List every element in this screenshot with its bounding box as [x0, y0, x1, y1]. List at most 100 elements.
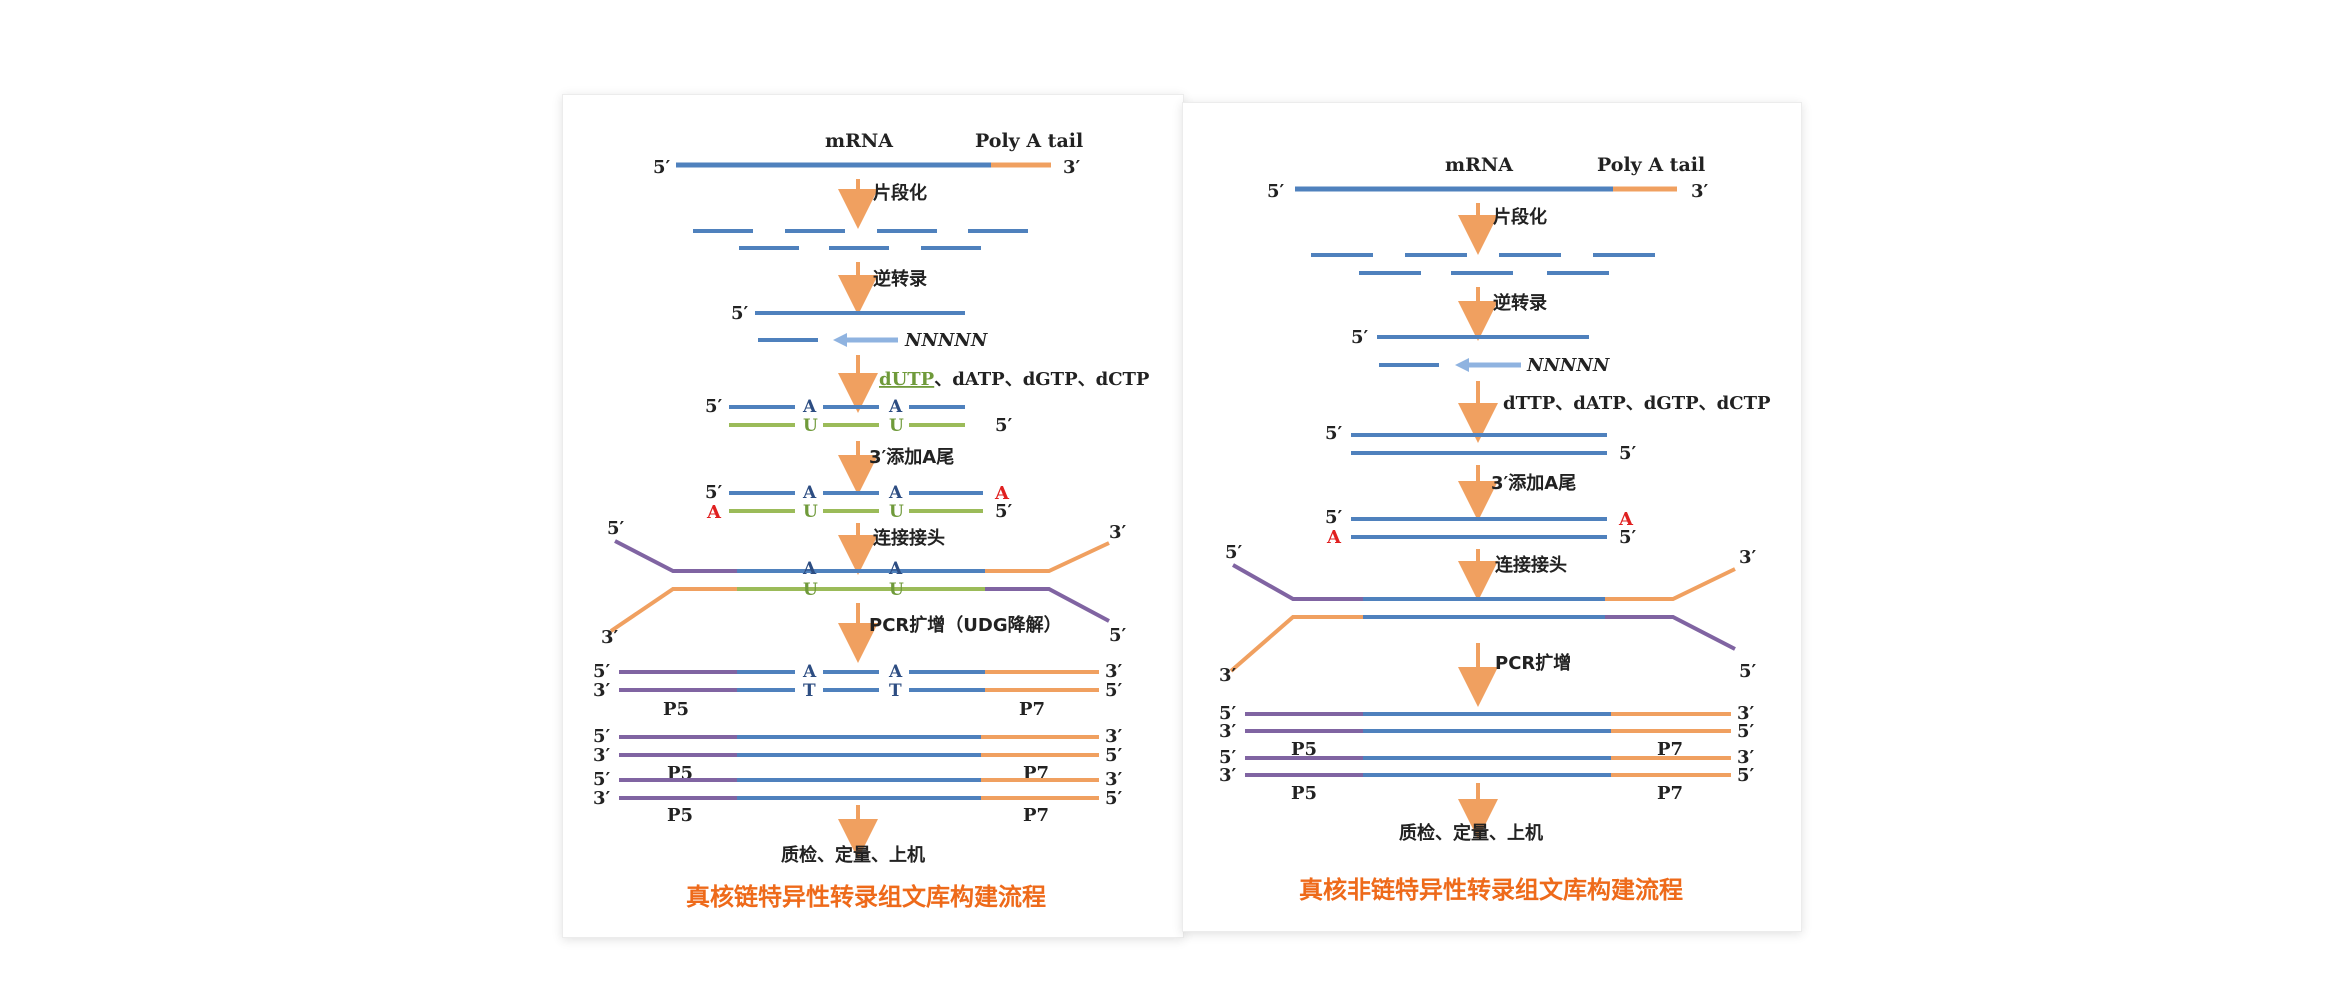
- step-reverse-transcription-label: 逆转录: [1493, 292, 1547, 314]
- five-prime-label: 5′: [1105, 745, 1123, 766]
- diagram-title: 真核非链特异性转录组文库构建流程: [1299, 876, 1683, 904]
- step-adapter-ligation-label: 连接接头: [873, 527, 945, 549]
- other-nucleotides-label: 、dATP、dGTP、dCTP: [934, 369, 1150, 390]
- step-fragmentation-label: 片段化: [873, 182, 927, 204]
- p5-label: P5: [1291, 739, 1317, 760]
- rna-fragments: [1311, 253, 1655, 275]
- three-prime-label: 3′: [593, 788, 611, 809]
- random-primer-label: NNNNN: [1526, 355, 1611, 376]
- five-prime-label: 5′: [995, 415, 1013, 436]
- five-prime-label: 5′: [1325, 507, 1343, 528]
- random-primer-label: NNNNN: [904, 330, 989, 351]
- three-prime-label: 3′: [1105, 726, 1123, 747]
- adapter-strand: [985, 587, 1110, 623]
- p7-label: P7: [1657, 783, 1683, 804]
- five-prime-label: 5′: [1105, 680, 1123, 701]
- step-a-tailing-label: 3′添加A尾: [1491, 472, 1576, 494]
- p5-label: P5: [1291, 783, 1317, 804]
- five-prime-label: 5′: [995, 501, 1013, 522]
- five-prime-label: 5′: [1619, 527, 1637, 548]
- dutp-label: dUTP: [879, 369, 935, 390]
- non-stranded-library-page: mRNA Poly A tail 5′ 3′ 片段化 逆转录 5′ NNNNN …: [1182, 102, 1802, 932]
- non-stranded-workflow-diagram: mRNA Poly A tail 5′ 3′ 片段化 逆转录 5′ NNNNN …: [1219, 154, 1771, 904]
- three-prime-label: 3′: [1739, 547, 1757, 568]
- three-prime-label: 3′: [601, 627, 619, 648]
- adapter-strand: [1605, 615, 1736, 651]
- three-prime-label: 3′: [1109, 522, 1127, 543]
- three-prime-label: 3′: [1219, 665, 1237, 686]
- five-prime-label: 5′: [1739, 661, 1757, 682]
- base-a: A: [888, 662, 903, 682]
- three-prime-label: 3′: [1219, 765, 1237, 786]
- base-a: A: [802, 662, 817, 682]
- base-u: U: [803, 502, 818, 522]
- step-pcr-label: PCR扩增（UDG降解）: [869, 614, 1062, 636]
- five-prime-label: 5′: [607, 518, 625, 539]
- five-prime-label: 5′: [1219, 703, 1237, 724]
- step-adapter-ligation-label: 连接接头: [1495, 554, 1567, 576]
- extension-arrow-head: [833, 333, 847, 347]
- adapter-p7-strand: [985, 541, 1110, 573]
- five-prime-label: 5′: [1737, 765, 1755, 786]
- base-u: U: [889, 416, 904, 436]
- five-prime-label: 5′: [731, 303, 749, 324]
- five-prime-label: 5′: [1267, 181, 1285, 202]
- base-a: A: [802, 559, 817, 579]
- five-prime-label: 5′: [593, 769, 611, 790]
- base-t: T: [803, 681, 816, 701]
- three-prime-label: 3′: [1691, 181, 1709, 202]
- base-u: U: [803, 416, 818, 436]
- five-prime-label: 5′: [1325, 423, 1343, 444]
- stranded-workflow-diagram: mRNA Poly A tail 5′ 3′ 片段化 逆转录 5′ NNNNN …: [593, 130, 1150, 911]
- base-u: U: [889, 502, 904, 522]
- stranded-library-page: mRNA Poly A tail 5′ 3′ 片段化 逆转录 5′ NNNNN …: [562, 94, 1184, 938]
- five-prime-label: 5′: [705, 482, 723, 503]
- base-a: A: [802, 483, 817, 503]
- three-prime-label: 3′: [593, 745, 611, 766]
- p7-label: P7: [1023, 805, 1049, 826]
- five-prime-label: 5′: [653, 157, 671, 178]
- five-prime-label: 5′: [1105, 788, 1123, 809]
- diagram-title: 真核链特异性转录组文库构建流程: [686, 883, 1046, 911]
- step-fragmentation-label: 片段化: [1493, 206, 1547, 228]
- nucleotides-line: dUTP、dATP、dGTP、dCTP: [879, 369, 1150, 390]
- step-reverse-transcription-label: 逆转录: [873, 268, 927, 290]
- extension-arrow-head: [1455, 358, 1469, 372]
- mrna-label: mRNA: [825, 130, 893, 152]
- three-prime-label: 3′: [1219, 721, 1237, 742]
- five-prime-label: 5′: [593, 726, 611, 747]
- step-pcr-label: PCR扩增: [1495, 652, 1571, 674]
- poly-a-tail-label: Poly A tail: [975, 130, 1083, 152]
- adapter-strand: [1229, 615, 1363, 673]
- five-prime-label: 5′: [1351, 327, 1369, 348]
- base-a: A: [802, 397, 817, 417]
- adapter-strand: [609, 587, 737, 633]
- three-prime-label: 3′: [1105, 661, 1123, 682]
- a-overhang: A: [1618, 509, 1634, 530]
- adapter-p5-strand: [614, 539, 737, 573]
- three-prime-label: 3′: [1063, 157, 1081, 178]
- base-t: T: [889, 681, 902, 701]
- p7-label: P7: [1657, 739, 1683, 760]
- five-prime-label: 5′: [1737, 721, 1755, 742]
- a-overhang: A: [994, 483, 1010, 504]
- five-prime-label: 5′: [1219, 747, 1237, 768]
- five-prime-label: 5′: [1225, 542, 1243, 563]
- poly-a-tail-label: Poly A tail: [1597, 154, 1705, 176]
- rna-fragments: [693, 229, 1028, 250]
- nucleotides-label: dTTP、dATP、dGTP、dCTP: [1503, 393, 1771, 414]
- base-u: U: [889, 580, 904, 600]
- base-a: A: [888, 483, 903, 503]
- five-prime-label: 5′: [1619, 443, 1637, 464]
- five-prime-label: 5′: [1109, 625, 1127, 646]
- base-a: A: [888, 559, 903, 579]
- three-prime-label: 3′: [1105, 769, 1123, 790]
- adapter-p7-strand: [1605, 567, 1736, 601]
- base-u: U: [803, 580, 818, 600]
- a-overhang: A: [1326, 527, 1342, 548]
- p5-label: P5: [663, 699, 689, 720]
- five-prime-label: 5′: [705, 396, 723, 417]
- base-a: A: [888, 397, 903, 417]
- three-prime-label: 3′: [593, 680, 611, 701]
- a-overhang: A: [706, 502, 722, 523]
